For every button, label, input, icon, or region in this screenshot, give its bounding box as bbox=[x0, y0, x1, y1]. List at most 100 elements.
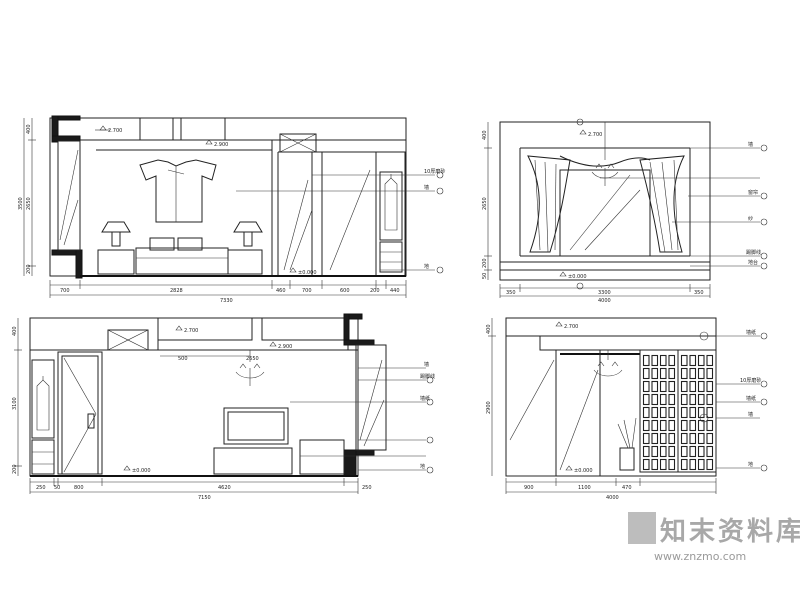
lattice-cell bbox=[697, 445, 705, 458]
lattice-cell bbox=[651, 406, 659, 419]
lattice-cell bbox=[668, 380, 676, 393]
elev-c-dim-3: 800 bbox=[74, 485, 84, 491]
elev-a-tag-3: 地 bbox=[424, 263, 429, 270]
lattice-cell bbox=[651, 432, 659, 445]
elevation-a bbox=[23, 115, 444, 298]
lattice-cell bbox=[668, 432, 676, 445]
elev-d-total-dim: 4000 bbox=[606, 495, 619, 501]
elev-d-level-2: ±0.000 bbox=[574, 468, 593, 474]
lattice-cell bbox=[668, 458, 676, 471]
lattice-cell bbox=[680, 419, 688, 432]
elev-d-tag-1: 墙纸 bbox=[746, 329, 756, 336]
elev-c-tag-3: 墙纸 bbox=[420, 395, 430, 402]
elev-d-tag-3: 墙纸 bbox=[746, 395, 756, 402]
lattice-cell bbox=[642, 367, 650, 380]
elev-c-left-dim-1: 400 bbox=[12, 326, 18, 336]
elev-a-dim-5: 600 bbox=[340, 288, 350, 294]
lattice-cell bbox=[689, 458, 697, 471]
elev-c-dim-1: 250 bbox=[36, 485, 46, 491]
elev-d-tag-2: 10厚磨砂 bbox=[740, 377, 761, 384]
elev-b-tag-3: 纱 bbox=[748, 216, 753, 222]
lattice-cell bbox=[651, 380, 659, 393]
lattice-cell bbox=[689, 445, 697, 458]
lattice-cell bbox=[689, 432, 697, 445]
lattice-cell bbox=[697, 458, 705, 471]
lattice-cell bbox=[642, 419, 650, 432]
elev-d-dim-1: 900 bbox=[524, 485, 534, 491]
elev-b-left-dim-1: 400 bbox=[482, 130, 488, 140]
watermark: 知末资料库 www.znzmo.com bbox=[628, 512, 800, 563]
elevation-c bbox=[14, 313, 434, 494]
elev-d-dim-3: 470 bbox=[622, 485, 632, 491]
lattice-cell bbox=[706, 458, 714, 471]
lattice-cell bbox=[680, 354, 688, 367]
lattice-cell bbox=[659, 445, 667, 458]
elev-b-dim-2: 3300 bbox=[598, 290, 611, 296]
lattice-cell bbox=[659, 458, 667, 471]
lattice-cell bbox=[668, 367, 676, 380]
elev-b-tag-2: 窗帘 bbox=[748, 189, 758, 196]
lattice-cell bbox=[642, 458, 650, 471]
elev-a-tag-1: 10厚磨砂 bbox=[424, 168, 445, 175]
elev-b-level-2: ±0.000 bbox=[568, 274, 587, 280]
lattice-cell bbox=[668, 354, 676, 367]
lattice-cell bbox=[680, 445, 688, 458]
lattice-cell bbox=[689, 354, 697, 367]
lattice-cell bbox=[697, 354, 705, 367]
lattice-cell bbox=[651, 393, 659, 406]
lattice-cell bbox=[706, 393, 714, 406]
elev-a-dim-3: 460 bbox=[276, 288, 286, 294]
elev-c-dim-4: 4620 bbox=[218, 485, 231, 491]
lattice-cell bbox=[680, 432, 688, 445]
lattice-cell bbox=[659, 367, 667, 380]
lattice-cell bbox=[659, 354, 667, 367]
lattice-cell bbox=[651, 458, 659, 471]
lattice-cell bbox=[659, 406, 667, 419]
elev-c-total-dim: 7150 bbox=[198, 495, 211, 501]
lattice-cell bbox=[689, 380, 697, 393]
lattice-cell bbox=[680, 458, 688, 471]
elev-a-left-dim-1: 400 bbox=[26, 124, 32, 134]
elev-b-left-dim-2: 2650 bbox=[482, 197, 488, 210]
elev-d-left-dim-1: 400 bbox=[486, 324, 492, 334]
elev-b-left-dim-4: 50 bbox=[482, 273, 488, 279]
elev-a-total-dim: 7330 bbox=[220, 298, 233, 304]
lattice-cell bbox=[668, 419, 676, 432]
elev-a-level-2: 2.900 bbox=[214, 142, 228, 148]
elev-a-tag-2: 墙 bbox=[424, 184, 429, 191]
elev-a-dim-2: 2828 bbox=[170, 288, 183, 294]
lattice-cell bbox=[668, 445, 676, 458]
elev-c-tag-1: 墙 bbox=[424, 361, 429, 368]
elev-a-dim-4: 700 bbox=[302, 288, 312, 294]
lattice-cell bbox=[689, 367, 697, 380]
lattice-cell bbox=[668, 406, 676, 419]
lattice-cell bbox=[680, 406, 688, 419]
lattice-cell bbox=[642, 354, 650, 367]
elev-a-level-1: 2.700 bbox=[108, 128, 122, 134]
elev-a-left-dim-3: 200 bbox=[26, 264, 32, 274]
elev-a-left-total: 3500 bbox=[18, 197, 24, 210]
lattice-cell bbox=[706, 432, 714, 445]
elev-c-dim-5: 250 bbox=[362, 485, 372, 491]
lattice-cell bbox=[668, 393, 676, 406]
lattice-cell bbox=[659, 380, 667, 393]
elev-d-dim-2: 1100 bbox=[578, 485, 591, 491]
watermark-url: www.znzmo.com bbox=[654, 550, 746, 563]
elevation-b bbox=[484, 118, 768, 298]
elev-b-left-dim-3: 200 bbox=[482, 258, 488, 268]
lattice-cell bbox=[651, 367, 659, 380]
lattice-cell bbox=[706, 419, 714, 432]
watermark-title: 知末资料库 bbox=[660, 517, 800, 547]
elevation-d bbox=[505, 317, 717, 477]
lattice-screen bbox=[642, 354, 714, 471]
lattice-cell bbox=[680, 393, 688, 406]
lattice-cell bbox=[706, 354, 714, 367]
lattice-cell bbox=[706, 406, 714, 419]
elevation-d-annotations bbox=[488, 318, 768, 494]
elev-c-tag-4: 地 bbox=[420, 463, 425, 470]
lattice-cell bbox=[706, 367, 714, 380]
elev-a-dim-1: 700 bbox=[60, 288, 70, 294]
elev-c-dim-2: 50 bbox=[54, 485, 60, 491]
